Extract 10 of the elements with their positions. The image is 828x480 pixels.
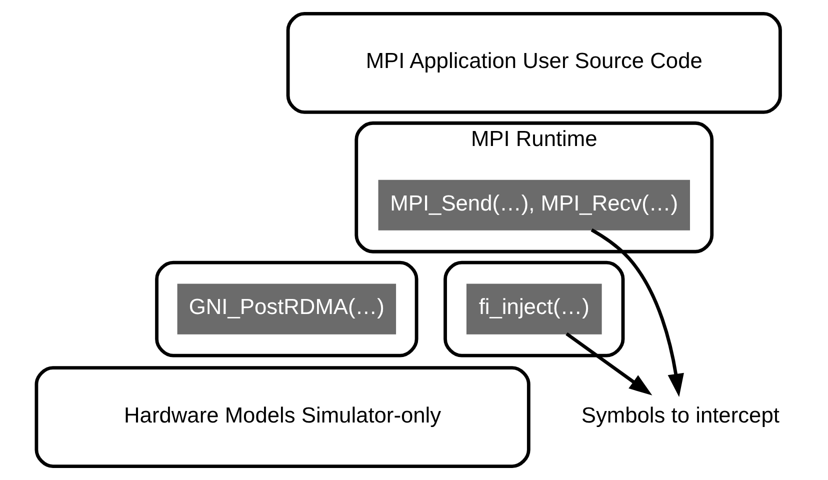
node-box: fi_inject(…) xyxy=(466,284,602,334)
node-box: Hardware Models Simulator-only xyxy=(34,366,530,468)
cluster xyxy=(154,260,418,358)
arrow xyxy=(590,228,684,398)
node-box: MPI Application User Source Code xyxy=(286,12,782,114)
arrow xyxy=(565,332,652,396)
node-box: GNI_PostRDMA(…) xyxy=(176,284,396,334)
node-box: MPI_Send(…), MPI_Recv(…) xyxy=(378,180,690,230)
node-text: Symbols to intercept xyxy=(580,402,779,428)
cluster xyxy=(443,260,624,358)
